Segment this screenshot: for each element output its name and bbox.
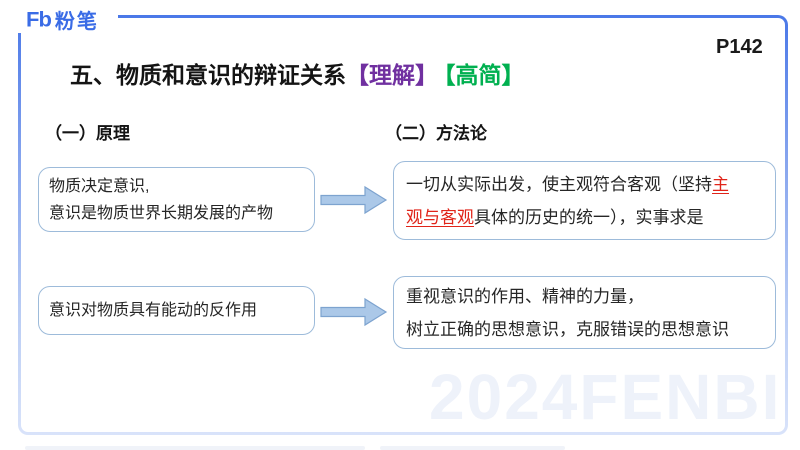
slide-title-text: 五、物质和意识的辩证关系	[70, 62, 346, 88]
right-arrow-icon	[320, 297, 388, 327]
method-box-1: 一切从实际出发，使主观符合客观（坚持主观与客观具体的历史的统一），实事求是	[393, 161, 776, 240]
title-tag-understand: 【理解】	[346, 62, 438, 88]
next-slide-hint	[380, 446, 565, 450]
page-number: P142	[716, 36, 763, 58]
right-arrow-icon	[320, 185, 388, 215]
slide-title: 五、物质和意识的辩证关系【理解】【高简】	[70, 56, 525, 90]
logo-patch	[0, 0, 118, 33]
title-tag-gaojian: 【高简】	[444, 62, 525, 88]
principle-box-1: 物质决定意识,意识是物质世界长期发展的产物	[38, 167, 315, 232]
column-header-methodology: （二）方法论	[385, 124, 487, 143]
fenbi-logo-icon: Fb	[26, 7, 52, 31]
fenbi-logo: Fb 粉笔	[26, 5, 99, 34]
column-header-principle: （一）原理	[45, 124, 130, 143]
next-slide-hint	[25, 446, 365, 450]
watermark: 2024FENBI	[429, 361, 782, 432]
principle-box-2: 意识对物质具有能动的反作用	[38, 286, 315, 335]
method-box-2: 重视意识的作用、精神的力量，树立正确的思想意识，克服错误的思想意识	[393, 276, 776, 349]
fenbi-logo-text: 粉笔	[54, 11, 99, 33]
